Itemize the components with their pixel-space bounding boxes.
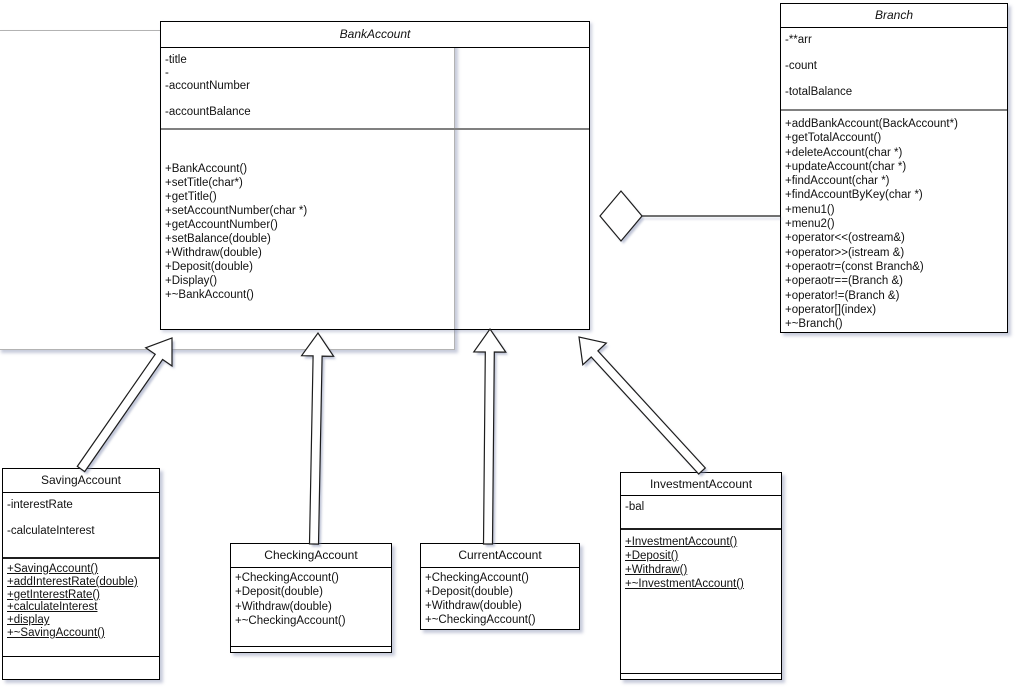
methods-compartment: +SavingAccount()+addInterestRate(double)… (3, 557, 159, 656)
member-row: +SavingAccount() (7, 563, 99, 575)
background-rectangle-shape[interactable] (0, 30, 455, 350)
member-row: +display (7, 614, 50, 627)
member-row: +Display() (165, 275, 218, 287)
member-row: - (165, 67, 169, 79)
member-row: +operaotr==(Branch &) (785, 275, 903, 288)
methods-compartment: +CheckingAccount() +Deposit(double)+Withd… (231, 568, 391, 646)
member-row: +deleteAccount(char *) (785, 146, 903, 159)
member-row: +CheckingAccount() (425, 572, 529, 584)
class-title: CheckingAccount (231, 544, 391, 568)
member-row: +~CheckingAccount() (425, 614, 536, 626)
member-row: +updateAccount(char *) (785, 160, 907, 173)
member-row: +~BankAccount() (165, 289, 254, 301)
member-row: +operator>>(istream &) (785, 246, 905, 259)
class-title: InvestmentAccount (621, 473, 781, 496)
member-row (785, 73, 1005, 86)
empty-compartment (3, 656, 159, 679)
member-row: +BankAccount() (165, 163, 248, 175)
member-row: +operator!=(Branch &) (785, 289, 900, 302)
class-currentaccount[interactable]: CurrentAccount +CheckingAccount() +Deposi… (420, 543, 580, 630)
class-title: BankAccount (161, 22, 589, 48)
member-row: +getAccountNumber() (165, 219, 278, 231)
member-row: +operator[](index) (785, 303, 877, 316)
attributes-compartment: -title--accountNumber -accountBalance (161, 48, 589, 128)
member-row: -**arr (785, 34, 812, 46)
member-row: +addInterestRate(double) (7, 575, 138, 588)
methods-compartment: +addBankAccount(BackAccount*) +getTotalAc… (781, 109, 1007, 332)
member-row: -count (785, 60, 817, 72)
class-title: Branch (781, 4, 1007, 28)
member-row: -interestRate (7, 499, 73, 511)
attributes-compartment: -interestRate -calculateInterest (3, 493, 159, 557)
aggregation-diamond[interactable] (599, 190, 643, 242)
member-row: +getInterestRate() (7, 588, 101, 601)
member-row: +~InvestmentAccount() (625, 578, 744, 590)
class-investmentaccount[interactable]: InvestmentAccount -bal +InvestmentAccoun… (620, 472, 782, 680)
member-row (7, 512, 157, 525)
empty-compartment (231, 646, 391, 652)
empty-compartment (621, 673, 781, 679)
class-branch[interactable]: Branch -**arr -count -totalBalance +addB… (780, 3, 1008, 333)
member-row: +getTotalAccount() (785, 132, 882, 145)
member-row: -bal (625, 501, 645, 513)
class-checkingaccount[interactable]: CheckingAccount +CheckingAccount() +Depos… (230, 543, 392, 653)
member-row: +Withdraw(double) (425, 600, 522, 612)
member-row: +Deposit(double) (425, 586, 513, 598)
member-row: +calculateInterest (7, 601, 98, 614)
member-row: +setBalance(double) (165, 233, 271, 245)
member-row: +findAccount(char *) (785, 175, 890, 188)
member-row: +addBankAccount(BackAccount*) (785, 118, 958, 130)
member-row: +~Branch() (785, 318, 843, 331)
member-row: +CheckingAccount() (235, 572, 339, 584)
member-row (165, 93, 587, 106)
member-row: +menu2() (785, 218, 835, 231)
methods-compartment: +InvestmentAccount() +Deposit() +Withdraw(… (621, 528, 781, 673)
member-row: +operator<<(ostream&) (785, 232, 905, 245)
member-row: +Deposit(double) (235, 586, 323, 599)
member-row: +Deposit(double) (165, 261, 253, 273)
member-row: -totalBalance (785, 86, 853, 98)
member-row (785, 47, 1005, 60)
member-row: +Withdraw(double) (165, 247, 262, 259)
member-row: -calculateInterest (7, 525, 95, 537)
methods-compartment: +BankAccount() +setTitle(char*) +getTitle(… (161, 128, 589, 329)
member-row: +Withdraw() (625, 564, 688, 576)
member-row: -accountNumber (165, 80, 251, 92)
member-row: +operaotr=(const Branch&) (785, 260, 924, 273)
class-savingaccount[interactable]: SavingAccount -interestRate -calculateIn… (2, 468, 160, 680)
member-row: +getTitle() (165, 191, 217, 203)
class-bankaccount[interactable]: BankAccount -title--accountNumber -accou… (160, 21, 590, 330)
member-row: +menu1() (785, 203, 835, 216)
member-row: +~CheckingAccount() (235, 615, 346, 628)
class-title: SavingAccount (3, 469, 159, 493)
member-row: +Deposit() (625, 550, 679, 562)
member-row: -title (165, 54, 187, 66)
inheritance-arrow-savingaccount[interactable] (76, 337, 173, 473)
attributes-compartment: -**arr -count -totalBalance (781, 28, 1007, 109)
inheritance-arrow-currentaccount[interactable] (472, 327, 507, 545)
member-row: +~SavingAccount() (7, 626, 105, 639)
member-row: +setTitle(char*) (165, 177, 243, 189)
attributes-compartment: -bal (621, 496, 781, 528)
member-row: -accountBalance (165, 106, 251, 118)
inheritance-arrow-investmentaccount[interactable] (578, 336, 707, 475)
class-title: CurrentAccount (421, 544, 579, 568)
member-row: +InvestmentAccount() (625, 536, 738, 548)
methods-compartment: +CheckingAccount() +Deposit(double) +Withd… (421, 568, 579, 629)
member-row: +Withdraw(double) (235, 600, 332, 613)
member-row: +findAccountByKey(char *) (785, 189, 923, 202)
member-row: +setAccountNumber(char *) (165, 205, 308, 217)
inheritance-arrow-checkingaccount[interactable] (300, 331, 335, 545)
